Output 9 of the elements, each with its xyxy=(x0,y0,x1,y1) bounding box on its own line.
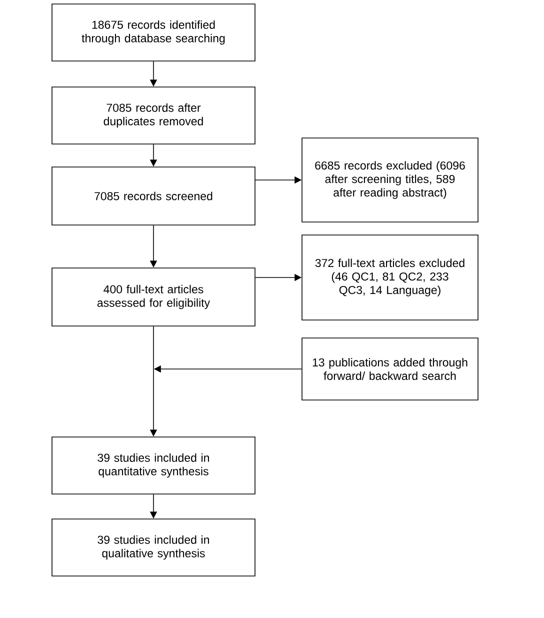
process-box: 7085 records screened xyxy=(52,166,256,226)
process-box: 13 publications added through forward/ backward search xyxy=(302,338,478,400)
process-box: 18675 records identified through database searching xyxy=(52,4,256,62)
process-box: 400 full-text articles assessed for eligibility xyxy=(52,268,256,326)
process-box: 7085 records after duplicates removed xyxy=(52,86,256,144)
process-box: 39 studies included in qualitative synthesis xyxy=(52,518,256,576)
process-box: 6685 records excluded (6096 after screening titles, 589 after reading abstract) xyxy=(302,138,478,222)
process-box: 372 full-text articles excluded (46 QC1, 81 QC2, 233 QC3, 14 Language) xyxy=(302,234,478,320)
process-box: 39 studies included in quantitative synthesis xyxy=(52,436,256,494)
